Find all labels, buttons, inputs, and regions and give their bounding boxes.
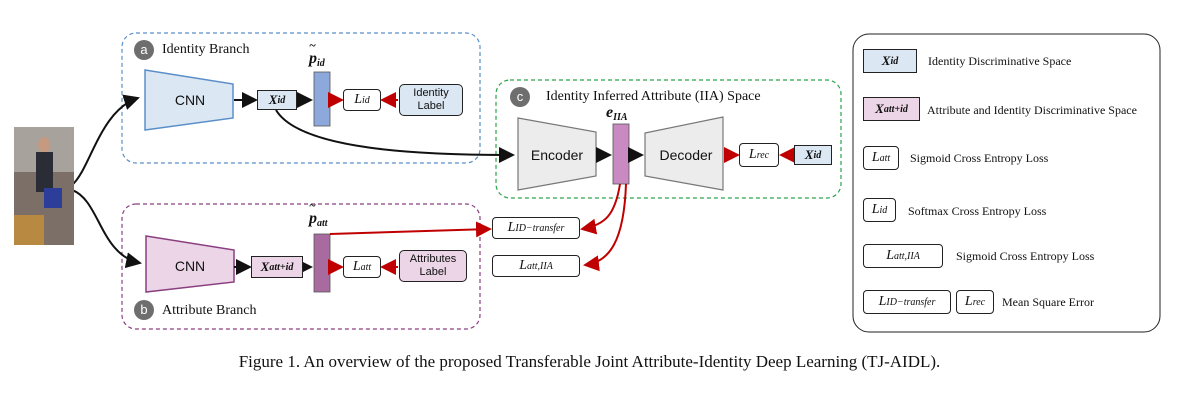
p-att-label: ~patt <box>309 198 328 229</box>
attribute-branch-title: Attribute Branch <box>162 303 257 318</box>
identity-cnn-label: CNN <box>174 92 206 108</box>
legend-desc-3: Softmax Cross Entropy Loss <box>908 204 1047 218</box>
identity-label-box: Identity Label <box>399 84 463 116</box>
legend-desc-2: Sigmoid Cross Entropy Loss <box>910 151 1049 165</box>
attribute-branch-badge: b <box>134 300 154 320</box>
identity-branch-badge: a <box>134 40 154 60</box>
attribute-branch-frame <box>121 203 481 330</box>
identity-branch-title: Identity Branch <box>162 42 250 57</box>
attribute-cnn-label: CNN <box>174 258 206 274</box>
identity-cnn-shape <box>144 69 234 131</box>
legend-desc-5: Mean Square Error <box>1002 295 1094 309</box>
encoder-shape <box>517 117 597 191</box>
decoder-shape <box>644 116 724 191</box>
iia-space-frame <box>495 79 842 199</box>
legend-desc-4: Sigmoid Cross Entropy Loss <box>956 249 1095 263</box>
p-id-label: ~pid <box>309 38 325 69</box>
iia-badge: c <box>510 87 530 107</box>
iia-title: Identity Inferred Attribute (IIA) Space <box>546 89 761 104</box>
legend-frame <box>852 33 1161 333</box>
p-att-bar <box>313 233 331 293</box>
legend-desc-0: Identity Discriminative Space <box>928 54 1072 68</box>
e-iia-label: eIIA <box>606 104 628 123</box>
attribute-cnn-shape <box>145 235 235 293</box>
legend-desc-1: Attribute and Identity Discriminative Sp… <box>927 103 1137 117</box>
identity-branch-frame <box>121 32 481 164</box>
e-iia-bar <box>612 123 630 185</box>
attributes-label-box: Attributes Label <box>399 250 467 282</box>
encoder-label: Encoder <box>530 147 584 163</box>
p-id-bar <box>313 71 331 127</box>
decoder-label: Decoder <box>659 147 713 163</box>
figure-caption: Figure 1. An overview of the proposed Tr… <box>238 352 941 371</box>
